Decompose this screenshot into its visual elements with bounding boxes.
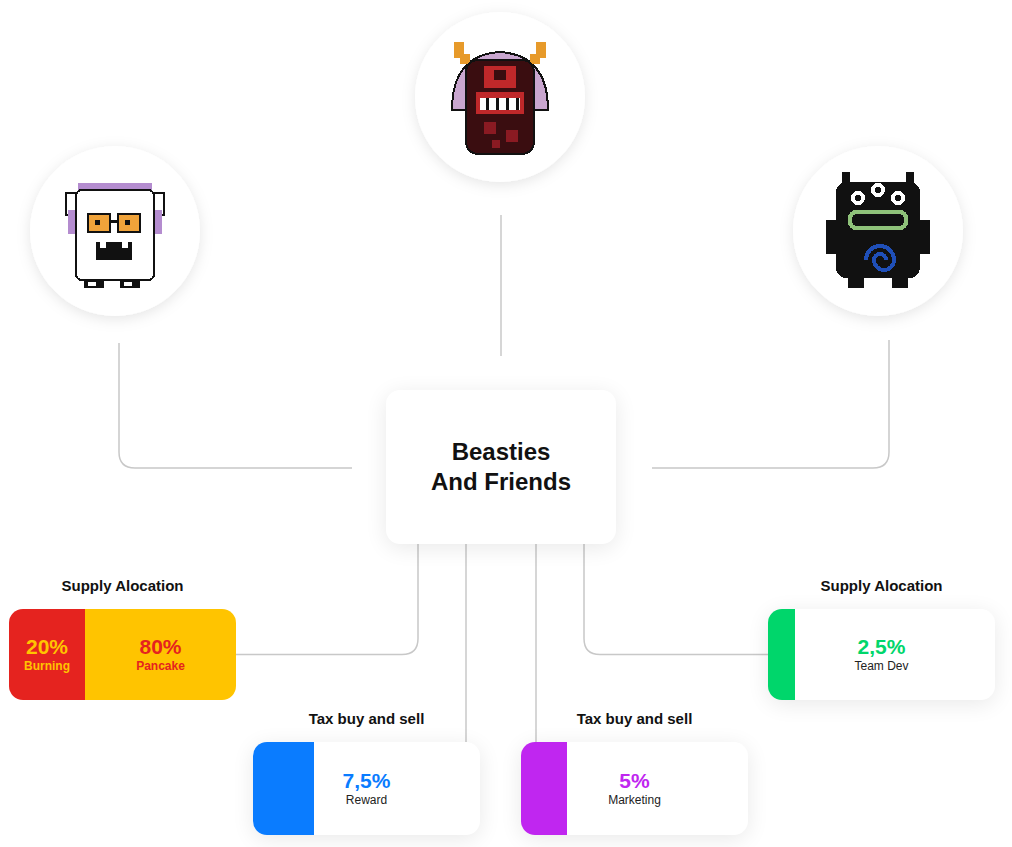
segment-content: 80%Pancake — [85, 609, 236, 700]
connector-line — [584, 544, 768, 655]
beast-top — [452, 42, 548, 154]
beast-right — [826, 172, 930, 288]
allocation-segment: 80%Pancake — [85, 609, 236, 700]
card-content: 5%Marketing — [521, 742, 748, 835]
card-content: 7,5%Reward — [253, 742, 480, 835]
avatar-circle — [793, 146, 963, 316]
title-box: Beasties And Friends — [386, 390, 616, 544]
percent-label: Team Dev — [854, 659, 908, 674]
percent-label: Pancake — [136, 659, 185, 674]
avatar-circle — [30, 146, 200, 316]
color-strip — [521, 742, 567, 835]
tax-card: Tax buy and sell5%Marketing — [521, 742, 748, 835]
tax-card: Tax buy and sell7,5%Reward — [253, 742, 480, 835]
percent-value: 20% — [26, 635, 68, 659]
connector-line — [465, 544, 467, 742]
percent-value: 5% — [619, 769, 649, 793]
leader-line — [119, 343, 352, 468]
beast-left — [66, 183, 164, 288]
allocation-bar: Supply Alocation20%Burning80%Pancake — [9, 609, 236, 700]
section-heading: Supply Alocation — [738, 577, 1012, 594]
leader-line — [500, 215, 502, 356]
segment-content: 20%Burning — [9, 609, 85, 700]
section-heading: Supply Alocation — [0, 577, 266, 594]
leader-line — [652, 340, 889, 468]
section-heading: Tax buy and sell — [223, 710, 510, 727]
color-strip — [253, 742, 314, 835]
color-strip — [768, 609, 795, 700]
percent-value: 2,5% — [858, 635, 906, 659]
percent-value: 7,5% — [343, 769, 391, 793]
connector-line — [535, 544, 537, 742]
percent-value: 80% — [139, 635, 181, 659]
percent-label: Reward — [346, 793, 387, 808]
percent-label: Burning — [24, 659, 70, 674]
card-content: 2,5%Team Dev — [768, 609, 995, 700]
connector-line — [236, 544, 418, 655]
section-heading: Tax buy and sell — [491, 710, 778, 727]
avatar-circle — [415, 12, 585, 182]
tax-card: Supply Alocation2,5%Team Dev — [768, 609, 995, 700]
percent-label: Marketing — [608, 793, 661, 808]
title-text: Beasties And Friends — [426, 437, 576, 497]
allocation-segment: 20%Burning — [9, 609, 85, 700]
